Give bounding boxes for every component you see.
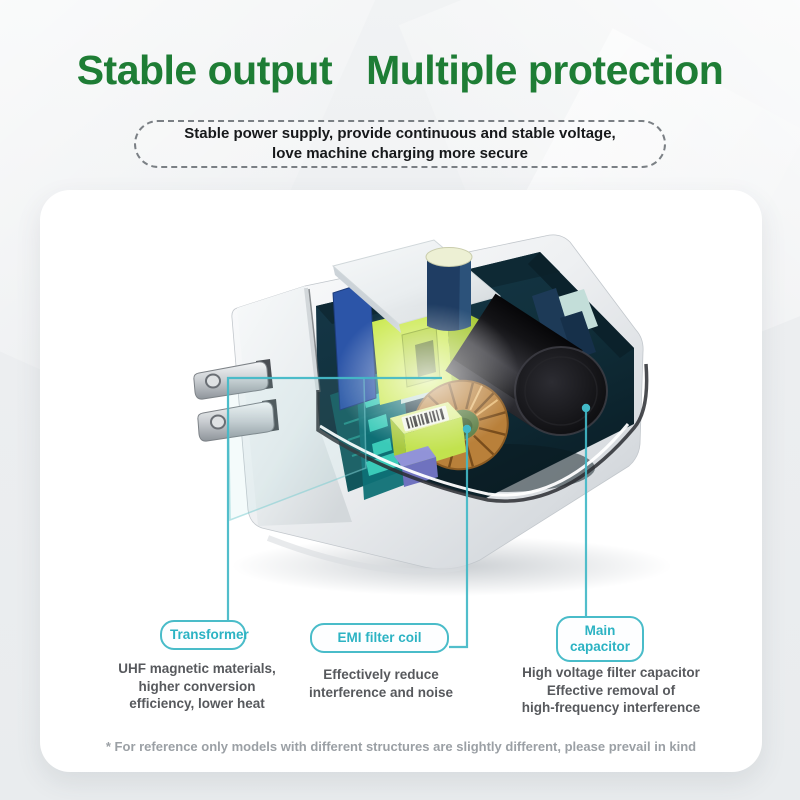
- desc-line: UHF magnetic materials,: [118, 661, 276, 676]
- desc-line: higher conversion: [138, 678, 256, 694]
- transformer-label-text: Transformer: [170, 627, 249, 642]
- tagline-box: Stable power supply, provide continuous …: [134, 120, 666, 168]
- tagline-line1: Stable power supply, provide continuous …: [184, 124, 616, 142]
- footnote: * For reference only models with differe…: [40, 739, 762, 754]
- desc-line: interference and noise: [308, 684, 454, 700]
- transformer-label: Transformer: [160, 620, 249, 651]
- desc-line: High voltage filter capacitor: [522, 665, 700, 680]
- desc-line: high-frequency interference: [521, 700, 701, 716]
- title-right: Multiple protection: [366, 47, 724, 93]
- main-label-line1: Main: [584, 623, 616, 638]
- emi-filter-coil-label: EMI filter coil: [310, 623, 449, 654]
- tagline-line2: love machine charging more secure: [272, 145, 528, 162]
- transformer-description: UHF magnetic materials, higher conversio…: [100, 660, 294, 713]
- desc-line: Effective removal of: [546, 682, 676, 698]
- main-capacitor-description: High voltage filter capacitor Effective …: [506, 664, 716, 717]
- emi-label-text: EMI filter coil: [337, 630, 422, 645]
- page-title: Stable output Multiple protection: [0, 50, 800, 91]
- desc-line: Effectively reduce: [323, 667, 439, 682]
- main-capacitor-label: Main capacitor: [556, 616, 644, 663]
- emi-description: Effectively reduce interference and nois…: [290, 666, 472, 701]
- footnote-text: * For reference only models with differe…: [105, 739, 697, 754]
- desc-line: efficiency, lower heat: [129, 696, 265, 712]
- main-label-line2: capacitor: [569, 639, 631, 655]
- title-left: Stable output: [76, 47, 333, 93]
